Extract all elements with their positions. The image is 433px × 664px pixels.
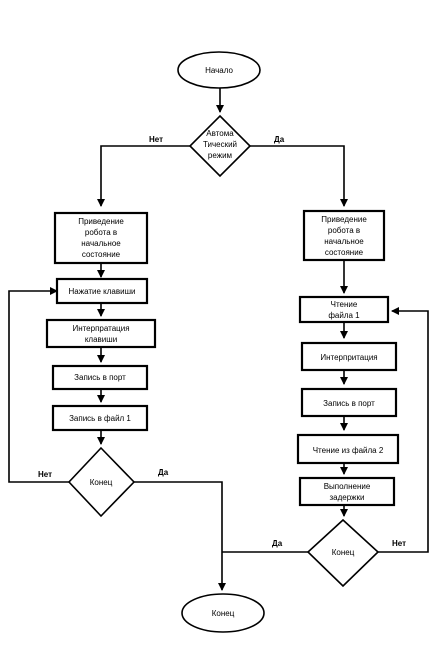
right-read2-box: Чтение из файла 2 bbox=[296, 433, 400, 465]
left-file-box: Запись в файл 1 bbox=[51, 404, 149, 432]
right-port-box: Запись в порт bbox=[300, 387, 398, 418]
no-label-left: Нет bbox=[38, 470, 52, 479]
right-interpret-label: Интерпритация bbox=[320, 353, 377, 362]
right-port-label: Запись в порт bbox=[323, 399, 375, 408]
yes-label-left: Да bbox=[158, 468, 169, 477]
left-port-box: Запись в порт bbox=[51, 364, 149, 391]
left-file-label: Запись в файл 1 bbox=[69, 414, 131, 423]
no-label-mode: Нет bbox=[149, 135, 163, 144]
left-end-decision: Конец bbox=[67, 446, 136, 518]
end-terminator: Конец bbox=[181, 593, 265, 633]
yes-label-right: Да bbox=[272, 539, 283, 548]
left-init-box: Приведение робота в начальное состояние bbox=[53, 211, 149, 265]
right-init-line-2: робота в bbox=[328, 226, 360, 235]
connectors bbox=[8, 88, 429, 591]
mode-decision: Автома Тический режим bbox=[188, 114, 252, 178]
right-delay-line-2: задержки bbox=[329, 493, 364, 502]
no-label-right: Нет bbox=[392, 539, 406, 548]
left-init-line-2: робота в bbox=[85, 228, 117, 237]
left-interpret-box: Интерпратация клавиши bbox=[45, 318, 157, 349]
right-delay-line-1: Выполнение bbox=[324, 482, 371, 491]
right-read2-label: Чтение из файла 2 bbox=[313, 446, 384, 455]
mode-line-3: режим bbox=[208, 151, 232, 160]
mode-line-2: Тический bbox=[203, 140, 237, 149]
mode-line-1: Автома bbox=[206, 129, 234, 138]
left-interpret-line-2: клавиши bbox=[85, 335, 117, 344]
start-terminator: Начало bbox=[177, 51, 261, 89]
right-interpret-box: Интерпритация bbox=[300, 341, 398, 372]
left-keypress-box: Нажатие клавиши bbox=[55, 277, 149, 305]
left-interpret-line-1: Интерпратация bbox=[72, 324, 129, 333]
right-end-decision: Конец bbox=[306, 518, 380, 588]
right-init-line-1: Приведение bbox=[321, 215, 367, 224]
left-keypress-label: Нажатие клавиши bbox=[69, 287, 136, 296]
start-label: Начало bbox=[205, 66, 233, 75]
right-read1-line-2: файла 1 bbox=[328, 311, 360, 320]
right-init-line-3: начальное bbox=[324, 237, 364, 246]
left-init-line-3: начальное bbox=[81, 239, 121, 248]
left-end-label: Конец bbox=[90, 478, 113, 487]
left-init-line-1: Приведение bbox=[78, 217, 124, 226]
right-read1-box: Чтение файла 1 bbox=[298, 295, 390, 324]
right-init-line-4: состояние bbox=[325, 248, 364, 257]
left-port-label: Запись в порт bbox=[74, 373, 126, 382]
right-read1-line-1: Чтение bbox=[331, 300, 358, 309]
right-delay-box: Выполнение задержки bbox=[298, 476, 396, 507]
end-label: Конец bbox=[212, 609, 235, 618]
right-end-label: Конец bbox=[332, 548, 355, 557]
left-init-line-4: состояние bbox=[82, 250, 121, 259]
yes-label-mode: Да bbox=[274, 135, 285, 144]
right-init-box: Приведение робота в начальное состояние bbox=[302, 209, 386, 262]
